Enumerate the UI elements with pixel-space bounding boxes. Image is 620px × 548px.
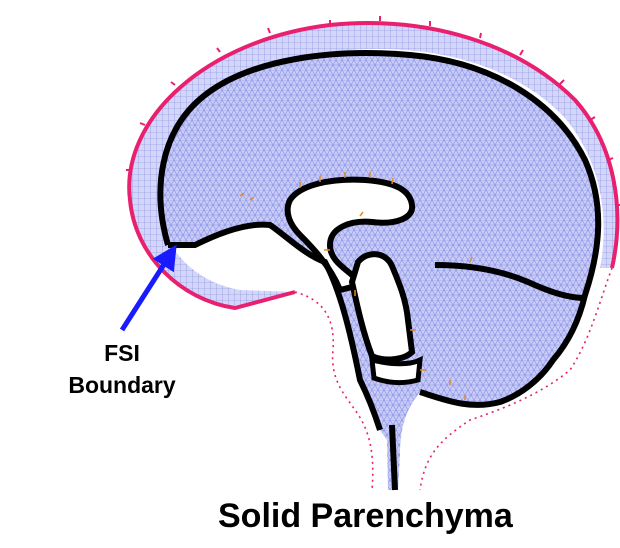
fsi-label-line1: FSI [52, 337, 192, 369]
central-canal [392, 425, 395, 490]
fsi-label-line2: Boundary [52, 369, 192, 401]
fsi-boundary-label: FSI Boundary [52, 337, 192, 401]
figure-caption: Solid Parenchyma [218, 496, 513, 536]
fsi-pointer-arrow [122, 255, 170, 330]
fourth-ventricle [372, 360, 420, 383]
